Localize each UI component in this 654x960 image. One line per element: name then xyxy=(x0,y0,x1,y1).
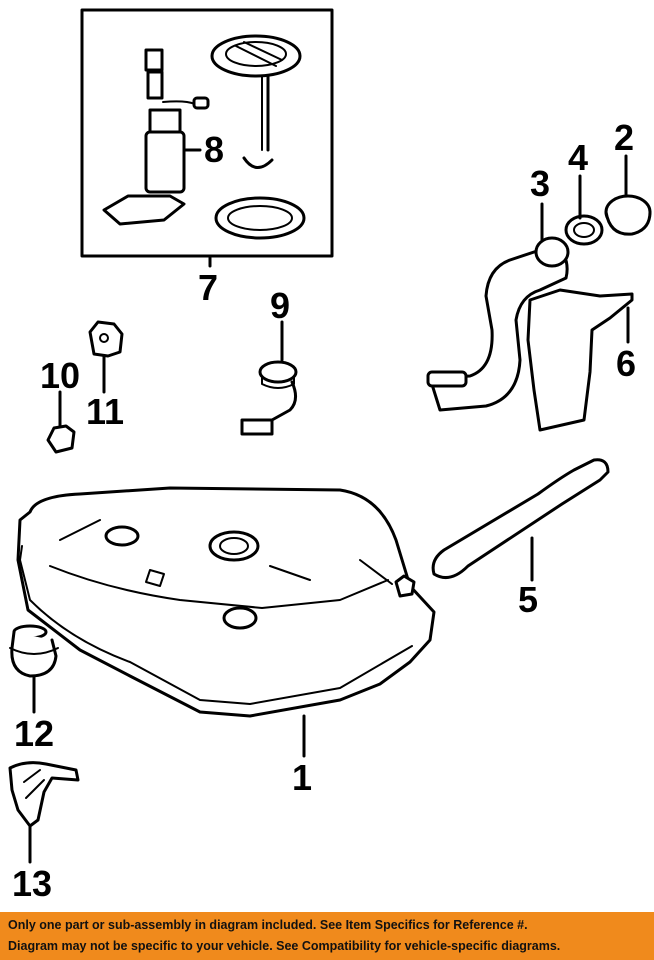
part-12-pump-cushion xyxy=(9,624,59,678)
callout-9: 9 xyxy=(270,285,290,326)
callout-3: 3 xyxy=(530,163,550,204)
callout-7: 7 xyxy=(198,267,218,308)
part-2-fuel-cap xyxy=(604,194,652,236)
part-13-bracket xyxy=(8,761,80,828)
callout-13: 13 xyxy=(12,863,52,904)
callout-1: 1 xyxy=(292,757,312,798)
part-6-filler-protector xyxy=(526,288,634,432)
part-8-fuel-pump xyxy=(102,48,210,226)
callout-8: 8 xyxy=(204,129,224,170)
part-1-fuel-tank xyxy=(16,486,436,718)
disclaimer-banner: Only one part or sub-assembly in diagram… xyxy=(0,912,654,960)
callout-10: 10 xyxy=(40,355,80,396)
callout-12: 12 xyxy=(14,713,54,754)
callout-2: 2 xyxy=(614,117,634,158)
fuel-system-diagram: 8 7 2 4 3 6 9 11 10 5 1 12 13 xyxy=(8,8,652,904)
part-11-rollover-valve xyxy=(88,320,124,358)
callout-4: 4 xyxy=(568,137,588,178)
part-7-fuel-sender-and-ring xyxy=(210,34,306,240)
callout-11: 11 xyxy=(86,391,124,432)
fuel-pump-assembly-box xyxy=(80,8,334,258)
callout-6: 6 xyxy=(616,343,636,384)
part-4-filler-gasket xyxy=(564,214,604,246)
part-9-fuel-sender-unit xyxy=(240,360,298,436)
part-10-grommet xyxy=(46,424,76,454)
part-5-filler-hose xyxy=(431,458,610,580)
leader-lines xyxy=(28,148,630,864)
disclaimer-line-1: Only one part or sub-assembly in diagram… xyxy=(8,918,528,932)
part-3-filler-neck xyxy=(426,236,570,412)
disclaimer-line-2: Diagram may not be specific to your vehi… xyxy=(8,939,561,953)
callout-5: 5 xyxy=(518,579,538,620)
